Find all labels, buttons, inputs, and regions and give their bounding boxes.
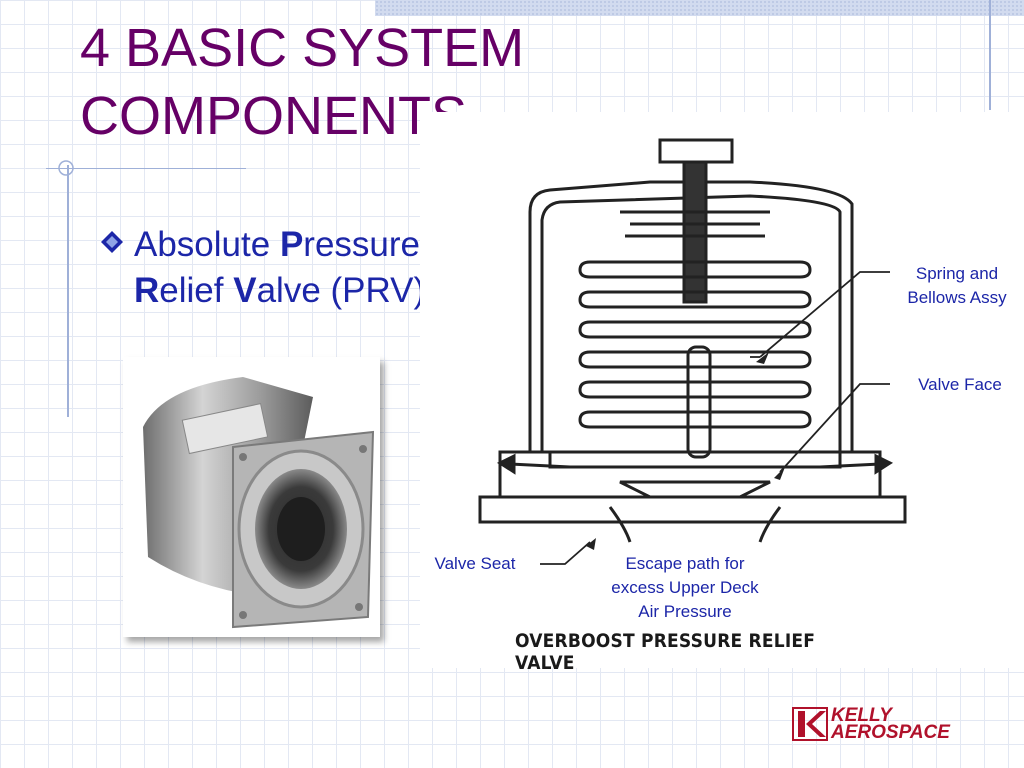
label-line: Valve Face <box>918 375 1002 394</box>
logo-line: AEROSPACE <box>831 722 950 743</box>
label-escape-path: Escape path for excess Upper Deck Air Pr… <box>590 552 780 624</box>
bullet-item: Absolute Pressure Relief Valve (PRV) <box>100 222 425 314</box>
company-logo: KELLY AEROSPACE <box>792 705 950 743</box>
label-line: Spring and <box>915 264 999 283</box>
logo-wordmark: KELLY AEROSPACE <box>831 705 950 743</box>
bullet-word: Absolute <box>134 225 280 264</box>
label-line: Escape path for <box>625 554 745 573</box>
diagram-caption: OVERBOOST PRESSURE RELIEF VALVE <box>515 630 816 674</box>
valve-photo <box>123 357 380 637</box>
title-line-2: COMPONENTS <box>80 86 468 146</box>
label-spring-bellows: Spring and Bellows Assy <box>892 262 1022 310</box>
label-line: Valve Seat <box>434 554 516 573</box>
bullet-initial: P <box>279 225 304 264</box>
valve-photo-image <box>143 377 375 629</box>
label-line: Bellows Assy <box>907 288 1007 307</box>
bullet-word: alve (PRV) <box>256 271 426 310</box>
bullet-initial: V <box>233 271 257 310</box>
decorative-line <box>46 168 246 169</box>
bullet-word: ressure <box>303 225 421 264</box>
bullet-initial: R <box>134 271 160 310</box>
valve-diagram <box>420 112 1024 668</box>
bullet-word: elief <box>159 271 234 310</box>
slide-title: 4 BASIC SYSTEM COMPONENTS <box>80 14 524 150</box>
title-line-1: 4 BASIC SYSTEM <box>80 18 525 78</box>
valve-cross-section <box>478 138 907 565</box>
crosshair-icon <box>58 160 74 176</box>
label-valve-seat: Valve Seat <box>420 552 530 576</box>
header-band <box>375 0 1024 16</box>
kelly-logo-icon <box>792 707 828 741</box>
label-line: excess Upper Deck <box>611 578 759 597</box>
label-valve-face: Valve Face <box>898 373 1022 397</box>
logo-line: KELLY <box>831 705 892 726</box>
diamond-bullet-icon <box>101 231 123 253</box>
label-line: Air Pressure <box>638 602 732 621</box>
decorative-line <box>67 165 69 417</box>
bullet-text: Absolute Pressure Relief Valve (PRV) <box>134 222 425 314</box>
decorative-line <box>989 0 991 110</box>
